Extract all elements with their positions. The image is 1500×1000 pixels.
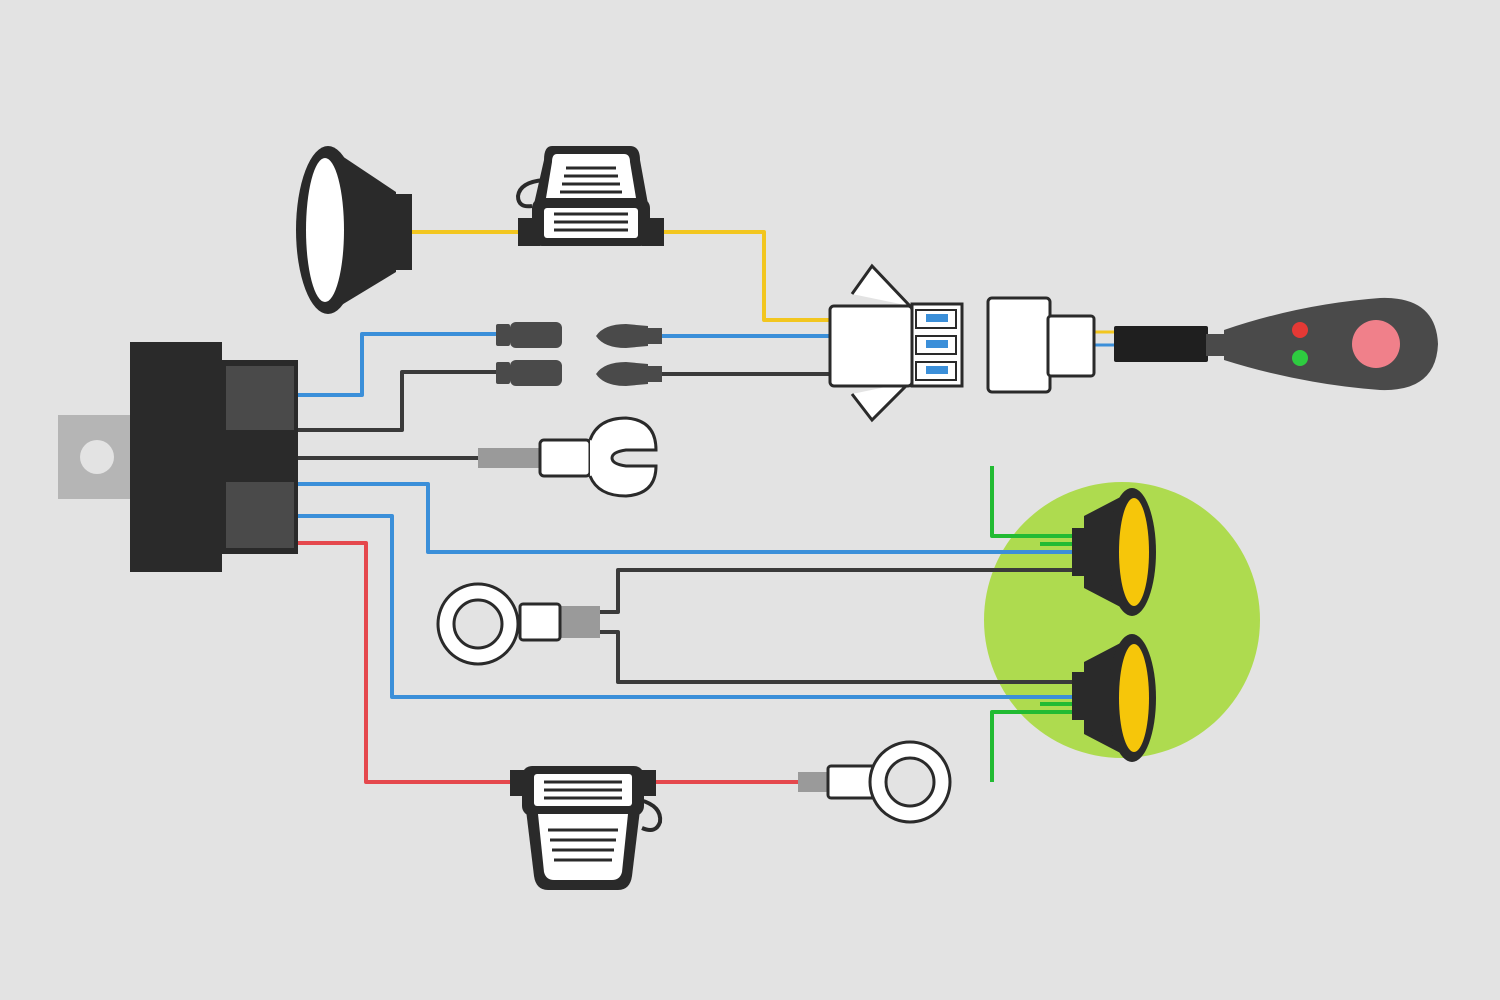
black-wire-relay-bullet bbox=[298, 370, 500, 432]
driving-lamp-icon-lower bbox=[1072, 634, 1156, 762]
spot-lamp-icon bbox=[296, 146, 412, 314]
ring-terminal-icon-ground bbox=[436, 582, 600, 666]
wires bbox=[298, 230, 1116, 784]
green-ground-wire-upper bbox=[990, 466, 1075, 546]
driving-lamp-icon-upper bbox=[1072, 488, 1156, 616]
bullet-connector-icon bbox=[496, 322, 662, 386]
green-ground-wire-lower bbox=[990, 702, 1075, 782]
fuse-holder-icon-bottom bbox=[510, 766, 663, 890]
blue-wire-upper-lamp bbox=[298, 482, 1075, 554]
blue-wire-relay-bullet bbox=[298, 332, 500, 397]
switch-icon bbox=[1114, 297, 1438, 391]
red-wire bbox=[298, 541, 800, 784]
fork-terminal-icon bbox=[478, 416, 658, 498]
blue-wire-lower-lamp bbox=[298, 514, 1075, 699]
ring-terminal-icon-battery bbox=[798, 740, 952, 824]
fuse-holder-icon-top bbox=[515, 146, 664, 246]
black-wire-ground-lamps bbox=[598, 568, 1075, 684]
relay-icon bbox=[58, 342, 298, 572]
yellow-wire bbox=[412, 230, 832, 322]
plug-icon bbox=[986, 296, 1096, 394]
multi-pin-connector-icon bbox=[828, 263, 964, 423]
